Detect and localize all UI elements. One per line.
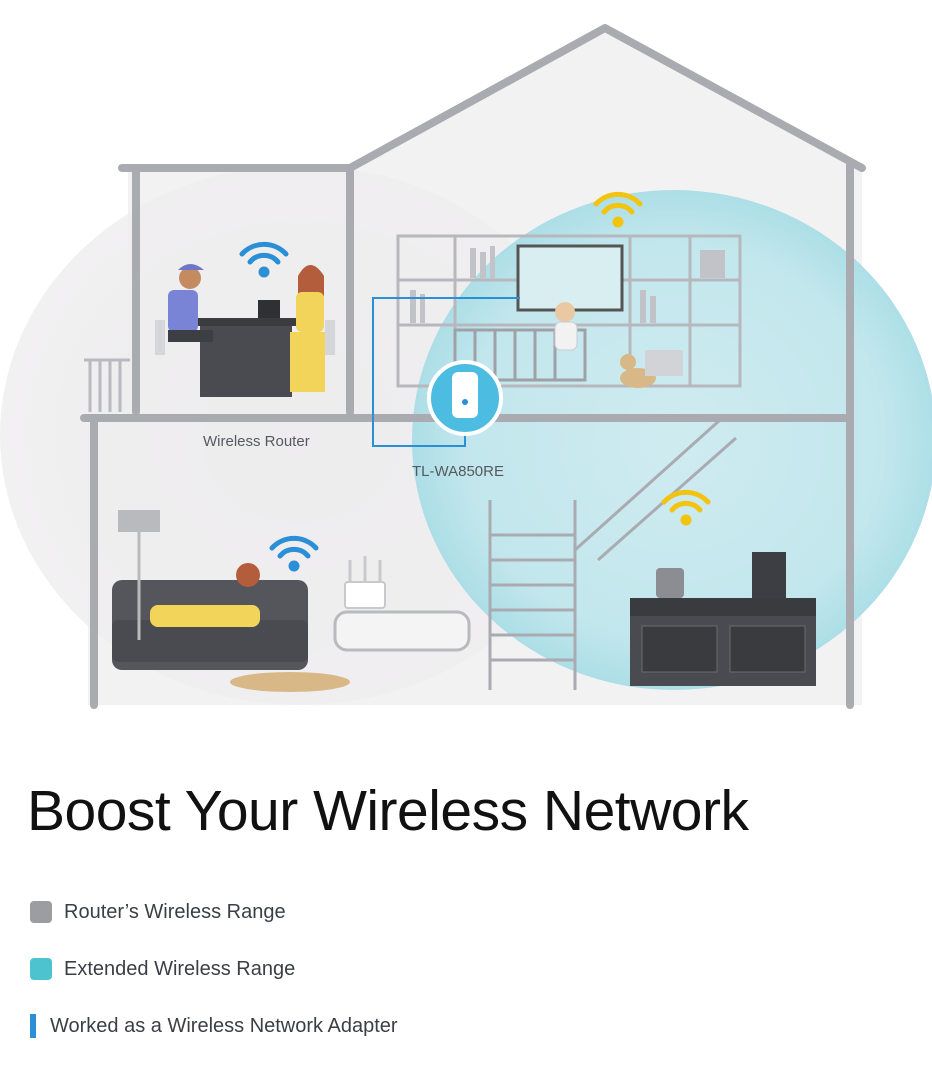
dog-sleeping (230, 672, 350, 692)
extended-range-swatch (30, 958, 52, 980)
stove-icon (630, 552, 816, 686)
extended-range-area (412, 190, 932, 690)
house-frame (80, 24, 866, 709)
adapter-line-swatch (30, 1014, 36, 1038)
router-range-swatch (30, 901, 52, 923)
headline: Boost Your Wireless Network (27, 779, 749, 843)
balcony-railing (84, 358, 130, 412)
crib (453, 328, 587, 382)
floor-lamp (118, 510, 160, 532)
office-scene (155, 264, 335, 397)
sofa-icon (112, 563, 308, 670)
legend-label: Extended Wireless Range (64, 957, 296, 980)
wifi-icon (239, 241, 289, 278)
baby (554, 302, 578, 351)
legend-item-router-range: Router’s Wireless Range (30, 897, 890, 927)
books (410, 246, 725, 323)
legend: Router’s Wireless Range Extended Wireles… (30, 897, 890, 1068)
wifi-icon (661, 489, 711, 526)
legend-item-extended-range: Extended Wireless Range (30, 954, 890, 984)
legend-item-network-adapter: Worked as a Wireless Network Adapter (30, 1011, 890, 1041)
router-label: Wireless Router (203, 433, 310, 450)
legend-label: Router’s Wireless Range (64, 900, 286, 923)
range-extender-icon (427, 360, 503, 436)
legend-label: Worked as a Wireless Network Adapter (50, 1014, 398, 1037)
wireless-router-icon (344, 556, 386, 609)
wifi-icon (593, 191, 643, 228)
staircase (488, 418, 737, 690)
adapter-connection-line (372, 297, 520, 447)
wifi-icon (269, 535, 319, 572)
tv-screen (516, 244, 624, 312)
extender-label: TL-WA850RE (412, 463, 504, 480)
tv-console (333, 610, 471, 652)
storage-box (645, 350, 683, 376)
home-network-diagram: Wireless Router TL-WA850RE (0, 24, 932, 709)
